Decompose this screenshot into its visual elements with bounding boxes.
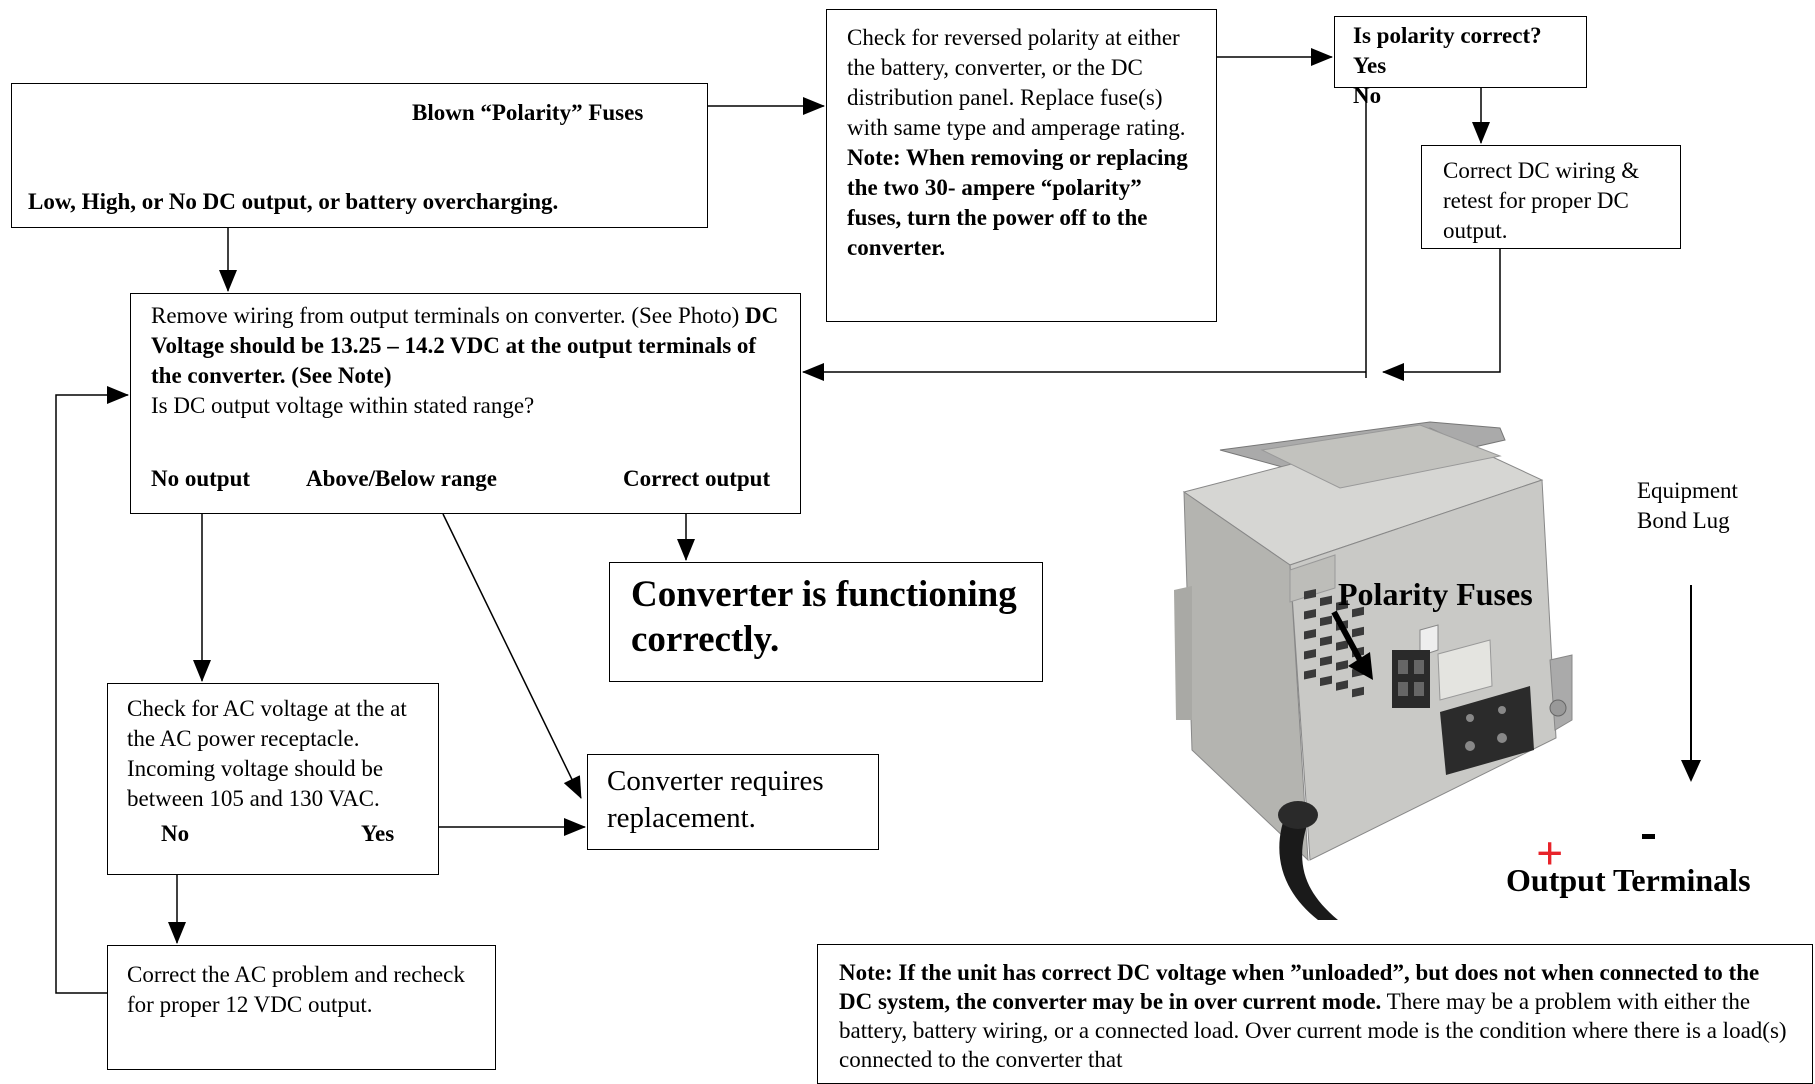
voltage-test-range: DC Voltage should be 13.25 – 14.2 VDC at… — [151, 303, 779, 388]
note-box: Note: If the unit has correct DC voltage… — [817, 944, 1813, 1084]
ac-check-text: Check for AC voltage at the at the AC po… — [127, 696, 407, 811]
option-above-below-range: Above/Below range — [306, 466, 498, 491]
positive-terminal-mark: + — [1536, 827, 1564, 880]
option-correct-output: Correct output — [623, 466, 771, 491]
note-bold-text: Note: If the unit has correct DC voltage… — [839, 960, 1760, 1014]
symptoms-box: Blown “Polarity” Fuses Low, High, or No … — [11, 83, 708, 228]
correct-wiring-text: Correct DC wiring & retest for proper DC… — [1443, 158, 1640, 243]
voltage-test-box: Remove wiring from output terminals on c… — [130, 293, 801, 514]
answer-yes: Yes — [1353, 53, 1387, 78]
polarity-question: Is polarity correct? — [1353, 23, 1542, 48]
answer-no: No — [1353, 83, 1382, 108]
arrow-range-to-replacement — [442, 513, 582, 799]
polarity-answers: YesNo — [1353, 51, 1568, 111]
replacement-box: Converter requires replacement. — [587, 754, 879, 850]
photo-callout-arrows — [1331, 585, 1701, 782]
blown-fuses-label: Blown “Polarity” Fuses — [412, 100, 644, 125]
ac-check-box: Check for AC voltage at the at the AC po… — [107, 683, 439, 875]
ac-answer-yes: Yes — [361, 821, 395, 846]
note-text: There may be a problem with either the b… — [839, 989, 1787, 1072]
ac-problem-box: Correct the AC problem and recheck for p… — [107, 945, 496, 1070]
polarity-check-text: Check for reversed polarity at either th… — [847, 25, 1186, 140]
equipment-bond-lug-label: Equipment Bond Lug — [1637, 476, 1747, 536]
functioning-text: Converter is functioning correctly. — [631, 574, 1017, 660]
ac-problem-text: Correct the AC problem and recheck for p… — [127, 962, 465, 1017]
replacement-text: Converter requires replacement. — [607, 765, 824, 834]
polarity-question-box: Is polarity correct? YesNo — [1334, 16, 1587, 108]
voltage-test-options: No output Above/Below range Correct outp… — [151, 464, 780, 494]
negative-terminal-mark — [1642, 834, 1655, 839]
converter-photo — [1174, 421, 1701, 920]
arrow-ac-problem-loop-back — [55, 386, 129, 994]
polarity-check-box: Check for reversed polarity at either th… — [826, 9, 1217, 322]
functioning-box: Converter is functioning correctly. — [609, 562, 1043, 682]
lug-label-text: Equipment Bond Lug — [1637, 478, 1738, 533]
correct-wiring-box: Correct DC wiring & retest for proper DC… — [1421, 145, 1681, 249]
converter-illustration — [1174, 421, 1573, 920]
arrow-correct-wiring-back — [1382, 249, 1501, 381]
dc-output-symptom-label: Low, High, or No DC output, or battery o… — [28, 189, 559, 214]
ac-check-options: No Yes — [161, 819, 428, 849]
polarity-check-note: Note: When removing or replacing the two… — [847, 145, 1188, 260]
voltage-test-instruction: Remove wiring from output terminals on c… — [151, 303, 740, 328]
ac-answer-no: No — [161, 821, 190, 846]
option-no-output: No output — [151, 466, 251, 491]
polarity-fuses-label: Polarity Fuses — [1338, 576, 1533, 612]
output-terminals-label: Output Terminals — [1506, 862, 1751, 898]
voltage-test-question: Is DC output voltage within stated range… — [151, 393, 535, 418]
